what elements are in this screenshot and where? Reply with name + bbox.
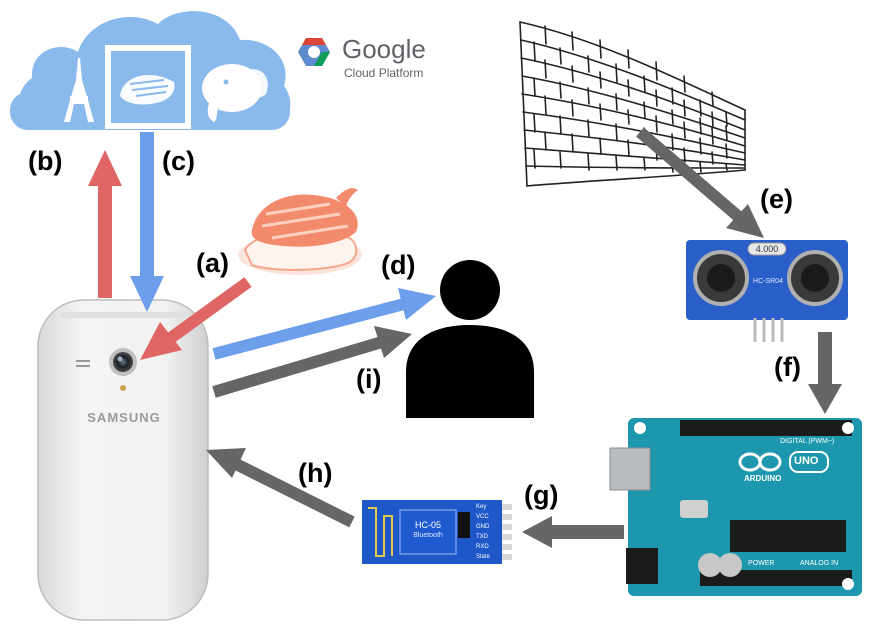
label-f: (f) — [774, 352, 801, 382]
brick-wall — [519, 21, 746, 187]
label-b: (b) — [28, 146, 63, 176]
eiffel-tower-icon — [64, 58, 94, 122]
arrow-g — [522, 516, 624, 548]
ultrasonic-sensor-icon — [686, 240, 848, 342]
sensor-crystal-text: 4.000 — [755, 244, 779, 254]
pin-label: State — [476, 554, 491, 560]
label-a: (a) — [196, 248, 229, 278]
arduino-power-text: POWER — [748, 560, 775, 567]
arrow-i — [212, 326, 412, 398]
bluetooth-module-icon — [362, 500, 512, 564]
person-icon — [406, 260, 534, 418]
elephant-icon — [202, 64, 268, 122]
label-d: (d) — [381, 250, 416, 280]
smartphone-icon — [37, 299, 209, 621]
arrow-e — [636, 127, 764, 238]
pin-label: GND — [476, 524, 490, 530]
pin-label: RXD — [476, 544, 489, 550]
arrow-a — [140, 277, 252, 360]
sushi-icon — [238, 188, 362, 275]
google-cloud-logo-icon — [298, 38, 330, 66]
arrow-h — [206, 448, 355, 528]
label-c: (c) — [162, 146, 195, 176]
arduino-analog-text: ANALOG IN — [800, 560, 839, 567]
cloud-platform-text: Cloud Platform — [344, 66, 424, 80]
cloud-sushi-frame — [105, 45, 191, 129]
arduino-brand-text: ARDUINO — [744, 474, 782, 483]
arduino-digital-text: DIGITAL (PWM~) — [780, 438, 835, 445]
sensor-model-text: HC-SR04 — [753, 278, 783, 285]
pin-label: TXD — [476, 534, 488, 540]
pin-label: Key — [476, 504, 487, 510]
bluetooth-model-text: HC-05 — [414, 520, 441, 530]
google-wordmark: Google — [342, 34, 426, 64]
arduino-model-text: UNO — [794, 455, 819, 467]
arrow-f — [808, 332, 842, 414]
arrow-d — [212, 288, 436, 360]
bluetooth-pin-labels: Key VCC GND TXD RXD State — [476, 502, 490, 562]
bluetooth-sub-text: Bluetooth — [413, 532, 443, 539]
arrow-c — [130, 132, 164, 312]
arrow-b — [88, 150, 122, 298]
arduino-uno-board — [609, 418, 862, 596]
label-i: (i) — [356, 364, 382, 394]
label-g: (g) — [524, 480, 559, 510]
label-e: (e) — [760, 184, 793, 214]
label-h: (h) — [298, 458, 333, 488]
pin-label: VCC — [476, 514, 489, 520]
phone-brand-text: SAMSUNG — [87, 410, 161, 425]
